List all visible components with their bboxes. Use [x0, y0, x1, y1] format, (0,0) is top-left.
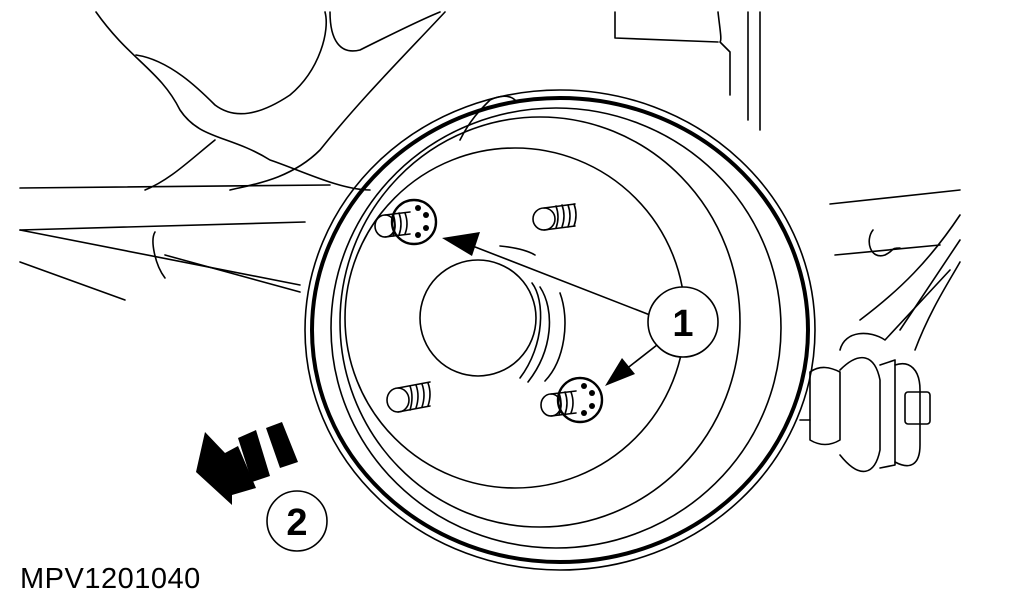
chassis-lines — [19, 11, 961, 351]
hub-bore — [419, 259, 537, 377]
callout-1-leaders — [442, 232, 658, 386]
torx-screw-icon — [374, 198, 438, 246]
brake-drum — [304, 89, 816, 571]
callout-1-label: 1 — [672, 303, 693, 345]
wheel-studs — [386, 203, 577, 413]
torx-screw-icon — [540, 376, 604, 424]
suspension-bushing — [799, 269, 951, 473]
callout-2-label: 2 — [286, 502, 307, 544]
stud-upper-right — [532, 203, 577, 231]
figure-id-label: MPV1201040 — [20, 563, 201, 595]
callout-1: 1 — [647, 286, 719, 358]
callout-2: 2 — [266, 490, 328, 552]
stud-lower-left — [386, 381, 431, 413]
dashed-arrow-left-icon — [196, 422, 298, 505]
